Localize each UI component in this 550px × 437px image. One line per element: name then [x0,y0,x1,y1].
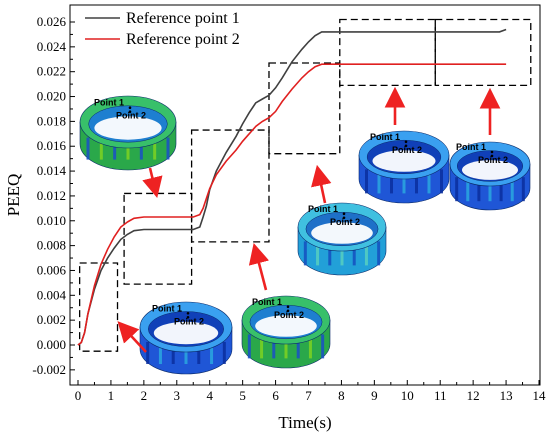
x-tick-label: 6 [272,388,279,403]
dashed-box [190,129,270,243]
dashed-box [123,192,193,285]
point-1-label: Point 1 [152,303,182,313]
y-tick-label: 0.002 [37,312,66,327]
point-2-marker [128,110,132,113]
y-tick-label: 0.020 [37,89,66,104]
point-2-label: Point 2 [116,111,146,121]
y-tick-label: 0.016 [37,138,67,153]
x-tick-label: 5 [239,388,246,403]
point-2-marker [186,315,190,319]
series-line [77,28,507,346]
point-1-marker [404,140,408,144]
ring-inset: Point 1 Point 2 [297,202,387,276]
ring-inset: Point 1 Point 2 [449,141,531,211]
ring-inset: Point 1 Point 2 [241,295,331,369]
x-tick-label: 10 [401,388,414,403]
ring-hole [255,315,317,337]
y-tick-label: -0.002 [32,362,66,377]
y-tick-label: 0.022 [37,64,66,79]
red-arrow [142,167,163,199]
plot-frame [69,4,541,386]
point-2-marker [490,154,494,158]
x-tick-label: 3 [174,388,181,403]
ring-hole [94,116,162,140]
point-1-label: Point 1 [252,297,282,307]
dashed-box [339,18,436,87]
point-1-label: Point 1 [308,204,338,214]
x-tick-label: 8 [338,388,345,403]
y-tick-label: 0.012 [37,188,66,203]
x-axis-title: Time(s) [278,413,331,432]
red-arrow [117,321,147,353]
point-2-label: Point 2 [330,217,360,227]
y-tick-label: 0.024 [37,39,67,54]
x-tick-label: 4 [206,388,213,403]
point-1-marker [490,150,494,154]
x-tick-label: 1 [108,388,115,403]
y-tick-label: 0.004 [37,287,67,302]
point-2-marker [286,309,290,313]
point-2-marker [404,144,408,148]
point-1-marker [128,106,132,109]
y-tick-label: 0.010 [37,213,66,228]
y-tick-label: 0.026 [37,14,67,29]
ring-inset: Point 1 Point 2 [358,130,450,204]
dashed-box [78,262,119,352]
ring-inset: Point 1 Point 2 [79,95,177,171]
series-lines [77,28,507,346]
ring-hole [462,160,518,180]
red-arrow [248,242,270,291]
y-axis-title: PEEQ [4,174,23,217]
red-arrow [311,164,332,204]
y-tick-label: 0.000 [37,337,66,352]
point-1-marker [186,311,190,315]
point-2-label: Point 2 [174,316,204,326]
ring-hole [311,222,373,244]
point-1-marker [286,305,290,309]
point-2-label: Point 2 [478,155,508,165]
point-1-label: Point 1 [370,132,400,142]
x-tick-label: 0 [75,388,82,403]
x-tick-label: 11 [434,388,447,403]
annotation-arrows [117,86,501,353]
point-2-label: Point 2 [274,310,304,320]
y-tick-label: 0.008 [37,238,66,253]
ring-inset: Point 1 Point 2 [139,301,233,375]
ring-hole [153,321,219,345]
ring-hole [372,150,436,172]
legend-label: Reference point 2 [126,31,240,48]
point-1-label: Point 1 [94,98,124,108]
legend-label: Reference point 1 [126,10,240,27]
x-tick-label: 7 [305,388,312,403]
x-tick-label: 13 [500,388,513,403]
point-2-marker [342,216,346,220]
x-tick-label: 14 [533,388,547,403]
point-1-marker [342,212,346,216]
legend: Reference point 1 Reference point 2 [85,10,240,48]
y-tick-label: 0.006 [37,262,67,277]
point-2-label: Point 2 [392,145,422,155]
point-1-label: Point 1 [456,142,486,152]
x-tick-label: 12 [467,388,480,403]
dashed-box [434,18,532,87]
y-tick-label: 0.014 [37,163,67,178]
y-tick-label: 0.018 [37,113,66,128]
x-tick-label: 2 [141,388,148,403]
x-tick-label: 9 [371,388,378,403]
dashed-box [268,62,341,155]
series-line [77,63,507,346]
